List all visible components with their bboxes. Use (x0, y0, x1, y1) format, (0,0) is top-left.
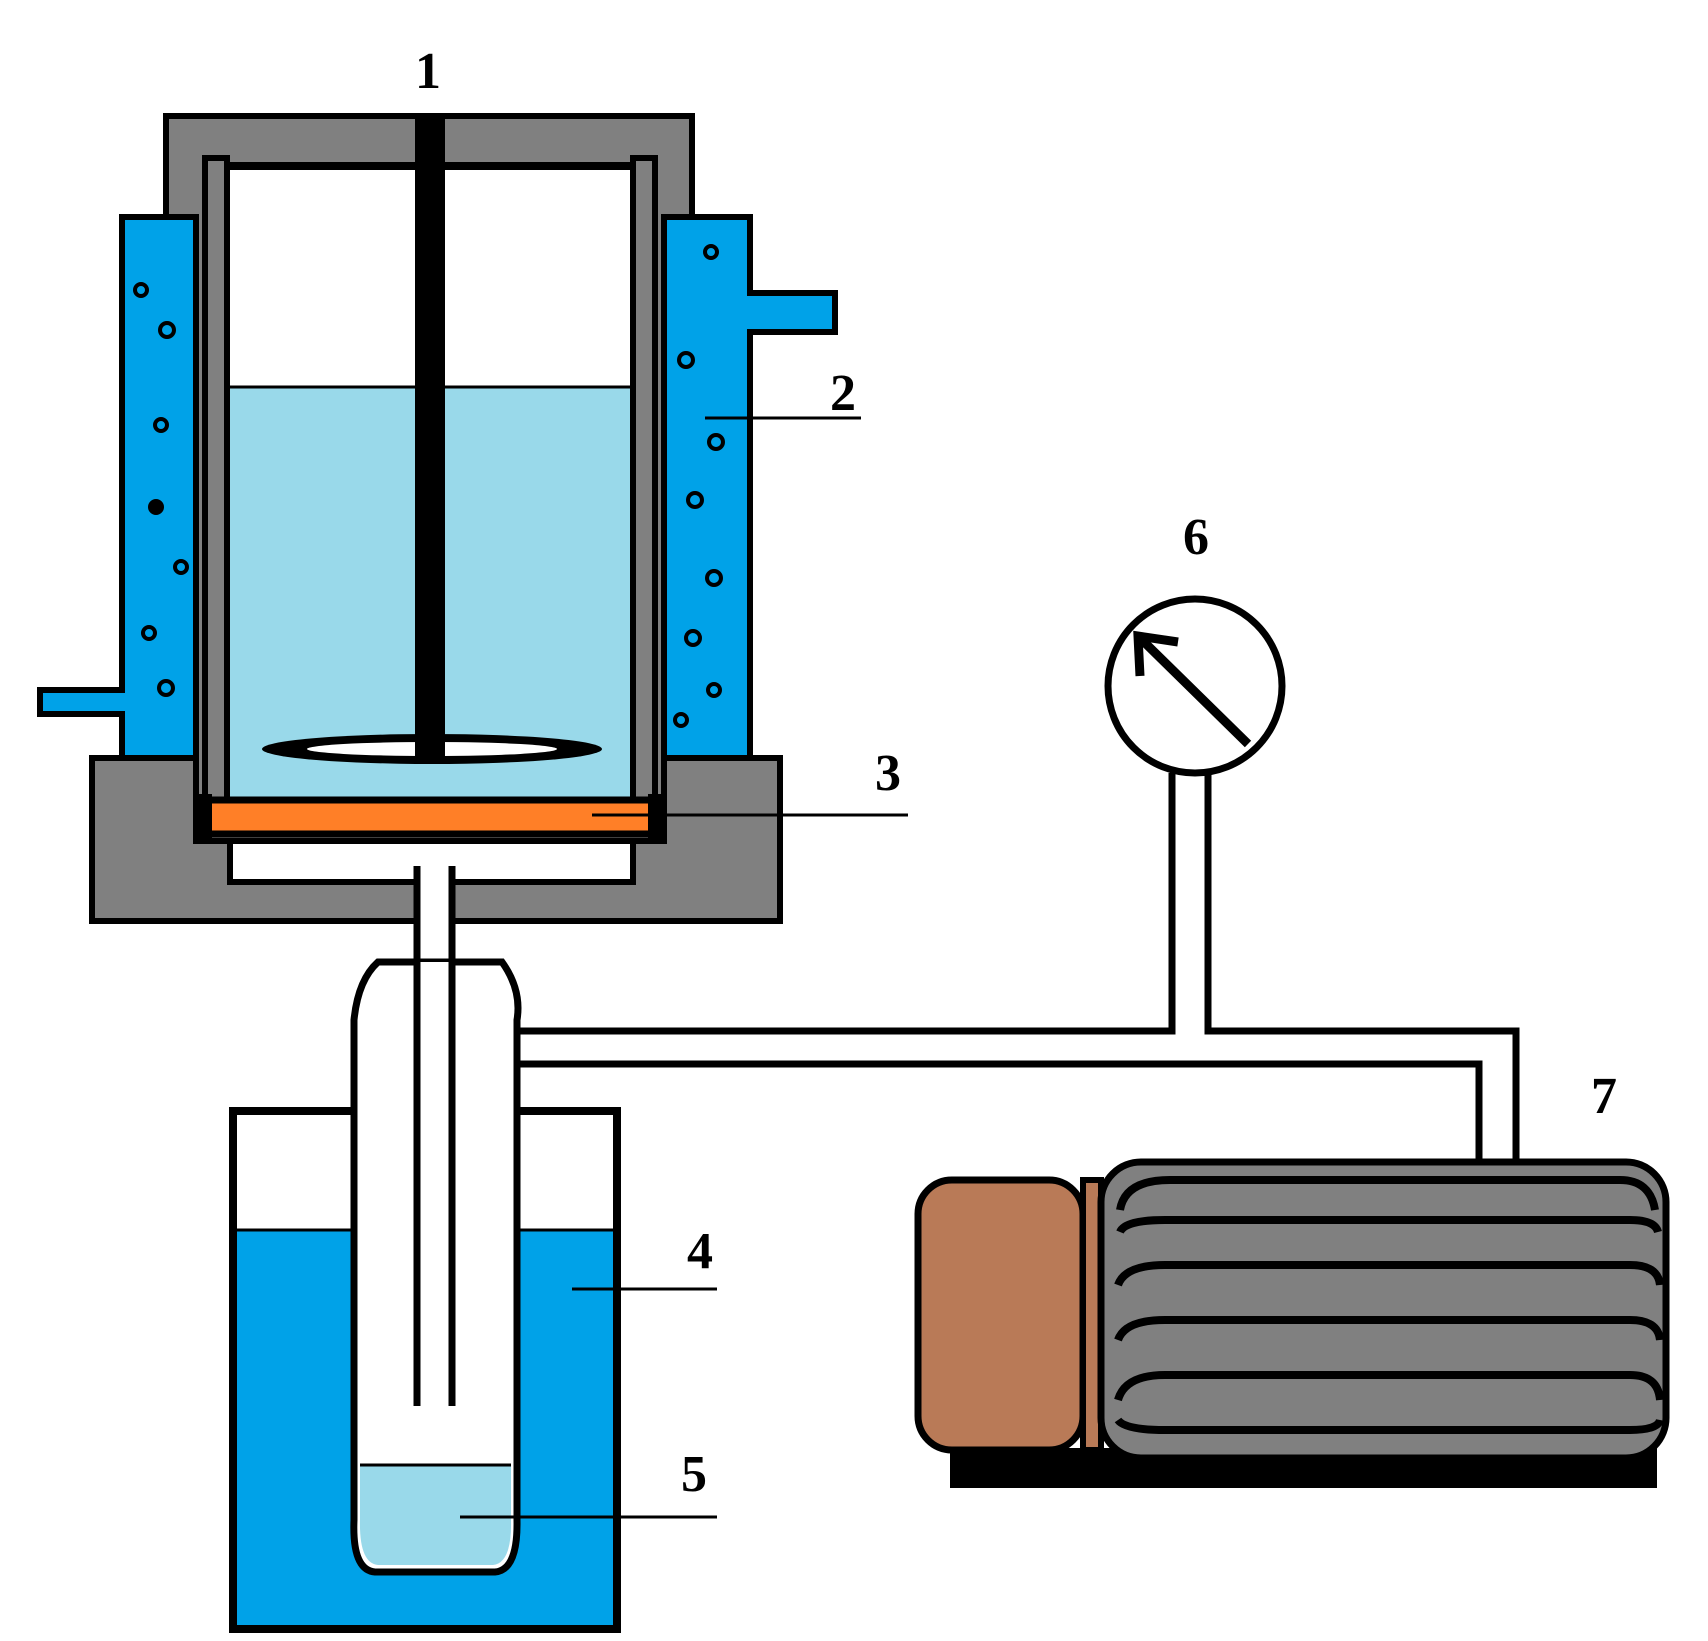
cold-trap (350, 940, 522, 1576)
number-labels: 1 2 3 4 5 6 7 (415, 43, 1617, 1503)
trap-liquid (359, 1465, 512, 1565)
gauge-needle-head (1133, 630, 1179, 677)
stirrer-hub (415, 735, 445, 761)
membrane-clamp-right (648, 794, 664, 842)
inner-wall-left (202, 155, 230, 819)
label-3: 3 (875, 745, 901, 802)
stirrer (262, 116, 602, 764)
pump-cooling-fins (1114, 1176, 1664, 1434)
jacket-left-wall (37, 214, 199, 761)
label-4: 4 (687, 1223, 713, 1280)
membrane-clamp-left (196, 794, 212, 842)
jacket-right-wall (661, 214, 838, 761)
stirrer-shaft (415, 116, 445, 756)
gauge-needle (1136, 634, 1252, 748)
pump-motor-end (914, 1176, 1087, 1454)
pump-body (1097, 1158, 1670, 1462)
vacuum-lines (517, 773, 1520, 1162)
jacket-bubbles (133, 244, 725, 728)
vacuum-pump (914, 1158, 1670, 1488)
label-2: 2 (830, 365, 856, 422)
inner-wall-right (630, 155, 658, 819)
label-6: 6 (1183, 509, 1209, 566)
cooling-jacket (37, 214, 838, 761)
leader-lines (460, 416, 908, 1519)
label-1: 1 (415, 43, 441, 100)
label-7: 7 (1591, 1068, 1617, 1125)
membrane-layer (199, 796, 661, 838)
pressure-gauge (1104, 595, 1286, 777)
membrane (196, 794, 664, 842)
label-5: 5 (681, 1446, 707, 1503)
